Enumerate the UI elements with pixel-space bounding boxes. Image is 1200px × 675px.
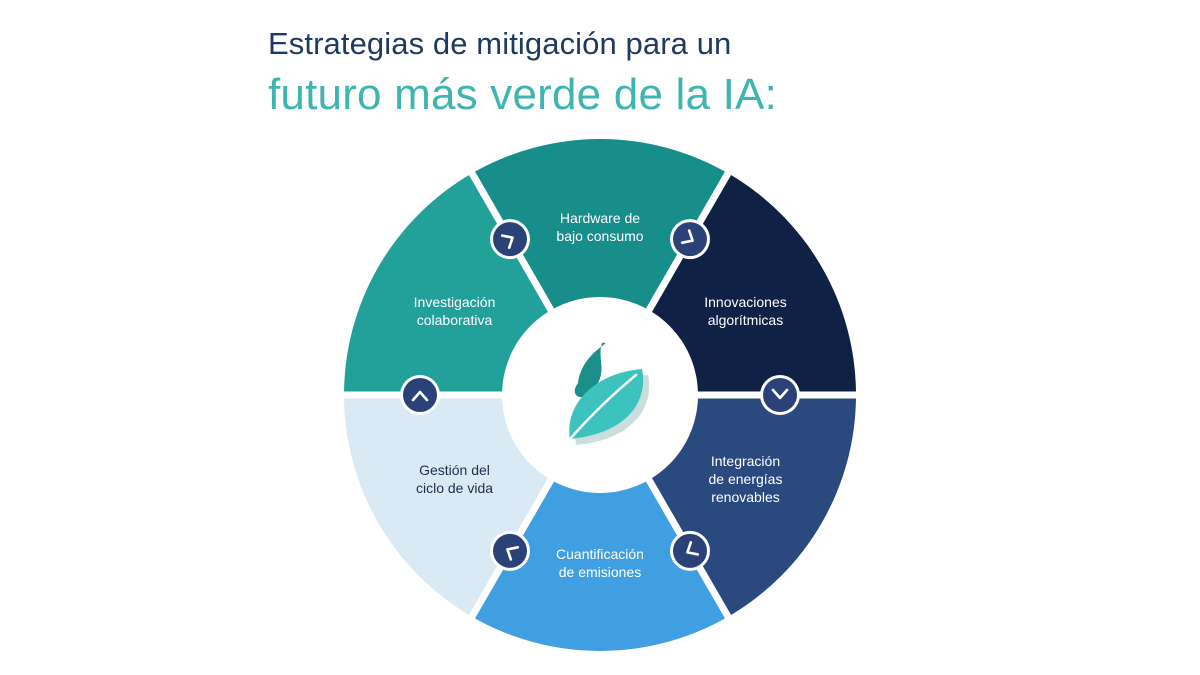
chevron-down-left-icon [686, 541, 700, 556]
segment-hardware [472, 139, 728, 395]
segment-label-line: renovables [711, 489, 780, 505]
segment-label-line: Integración [711, 453, 780, 469]
segment-emisiones [472, 395, 728, 651]
segment-label-line: Investigación [414, 294, 496, 310]
chevron-up-icon [411, 390, 429, 402]
segment-label-line: Gestión del [419, 462, 490, 478]
segment-label-hardware: Hardware de bajo consumo [556, 210, 643, 244]
segment-label-ciclo: Gestión del ciclo de vida [416, 462, 493, 496]
arrow-badge-circle [493, 222, 527, 257]
segment-label-line: de energías [709, 471, 783, 487]
segment-label-line: Cuantificación [556, 546, 644, 562]
arrow-badge-ciclo-to-investigacion [400, 375, 440, 415]
arrow-badge-hardware-to-algoritmos [670, 219, 710, 260]
segment-label-line: algorítmicas [708, 312, 783, 328]
segment-label-line: ciclo de vida [416, 480, 493, 496]
segment-label-line: Innovaciones [704, 294, 787, 310]
segment-label-renovables: Integración de energías renovables [709, 453, 783, 505]
title-line-1: Estrategias de mitigación para un [268, 26, 732, 61]
segment-label-investigacion: Investigación colaborativa [414, 294, 496, 328]
arrow-badge-circle [493, 533, 527, 568]
title-line-2: futuro más verde de la IA: [268, 70, 778, 119]
center-hub [502, 297, 698, 493]
segment-label-line: Hardware de [560, 210, 640, 226]
segment-label-algoritmos: Innovaciones algorítmicas [704, 294, 787, 328]
arrow-badge-renovables-to-emisiones [670, 530, 710, 571]
segment-label-emisiones: Cuantificación de emisiones [556, 546, 644, 580]
arrow-badge-investigacion-to-hardware [490, 219, 530, 260]
chevron-down-right-icon [680, 229, 694, 244]
chevron-down-icon [771, 388, 789, 400]
arrow-badge-circle [673, 222, 707, 257]
segment-label-line: de emisiones [559, 564, 642, 580]
arrow-badge-circle [673, 533, 707, 568]
segment-label-line: bajo consumo [556, 228, 643, 244]
arrow-badge-circle [403, 378, 437, 412]
chevron-up-right-icon [500, 234, 514, 249]
arrow-badge-emisiones-to-ciclo [490, 530, 530, 571]
segment-label-line: colaborativa [417, 312, 493, 328]
chevron-up-left-icon [506, 546, 520, 561]
leaf-back-shape [574, 342, 606, 398]
arrow-badge-algoritmos-to-renovables [760, 375, 800, 415]
leaf-icon [558, 342, 650, 453]
cycle-arrows [400, 219, 800, 571]
arrow-badge-circle [763, 378, 797, 412]
leaf-vein [558, 373, 638, 453]
